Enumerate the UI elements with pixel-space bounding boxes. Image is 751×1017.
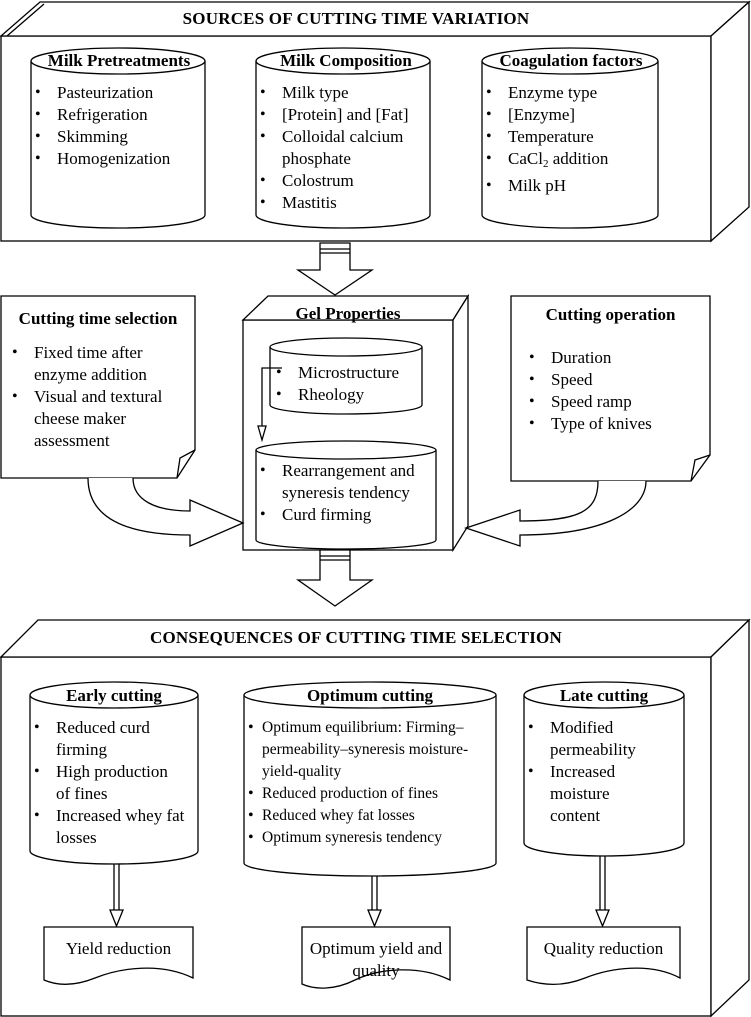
outcome-doc-optimum	[301, 926, 451, 989]
list-item: Skimming	[31, 126, 207, 148]
outcome-early: Yield reduction	[65, 939, 172, 958]
group-title: Milk Composition	[280, 51, 412, 70]
cutting-operation-title: Cutting operation	[545, 305, 676, 324]
group-milk-composition: Milk Composition Milk type [Protein] and…	[256, 50, 436, 214]
cylinder-milk-composition	[255, 47, 431, 229]
group-milk-pretreatments: Milk Pretreatments Pasteurization Refrig…	[31, 50, 207, 170]
cylinder-early-cutting	[29, 681, 199, 865]
list-item: Temperature	[482, 126, 660, 148]
outcome-late: Quality reduction	[543, 939, 664, 958]
list-item: Speed	[525, 369, 710, 391]
arrow-sources-to-gel	[295, 242, 375, 296]
sources-title: SOURCES OF CUTTING TIME VARIATION	[182, 9, 530, 28]
gel-properties-text: Gel Properties	[243, 303, 453, 325]
list-item: Curd firming	[256, 504, 436, 526]
group-title: Milk Pretreatments	[47, 51, 191, 70]
cutting-time-selection-text: Cutting time selection Fixed time after …	[8, 308, 188, 452]
consequences-title: CONSEQUENCES OF CUTTING TIME SELECTION	[150, 628, 562, 647]
cylinder-optimum-cutting	[243, 681, 497, 877]
list-item: Refrigeration	[31, 104, 207, 126]
list-item: Microstructure	[272, 362, 422, 384]
list-item: Optimum syneresis tendency	[244, 827, 496, 849]
list-item: Milk pH	[482, 175, 660, 197]
list-item: Type of knives	[525, 413, 710, 435]
list-item: Rheology	[272, 384, 422, 406]
cylinder-late-cutting	[523, 681, 685, 857]
group-title: Late cutting	[559, 686, 649, 705]
list-item: Homogenization	[31, 148, 207, 170]
list-item: Duration	[525, 347, 710, 369]
list-item: Increased moisture content	[524, 761, 660, 827]
cylinder-milk-pretreatments	[30, 47, 206, 229]
list-item: Speed ramp	[525, 391, 710, 413]
list-item: Modified permeability	[524, 717, 670, 761]
list-item: Reduced curd firming	[30, 717, 174, 761]
list-item: Increased whey fat losses	[30, 805, 196, 849]
list-item: Enzyme type	[482, 82, 660, 104]
cacl-addition-text: addition	[552, 149, 609, 168]
list-item: CaCl2 addition	[482, 148, 660, 175]
group-coagulation-factors: Coagulation factors Enzyme type [Enzyme]…	[482, 50, 660, 197]
outcome-doc-early	[43, 926, 194, 985]
cylinder-gel-lower	[255, 440, 437, 550]
group-optimum-cutting: Optimum cutting Optimum equilibrium: Fir…	[244, 685, 496, 849]
cutting-operation-text: Cutting operation Duration Speed Speed r…	[511, 304, 710, 435]
cylinder-coagulation-factors	[481, 47, 659, 229]
list-item: Visual and textural cheese maker assessm…	[8, 386, 174, 452]
group-title: Optimum cutting	[306, 686, 434, 705]
list-item: Colloidal calcium phosphate	[256, 126, 422, 170]
group-title: Coagulation factors	[499, 51, 643, 70]
outcome-doc-late	[526, 926, 681, 985]
arrow-gel-to-consequences	[295, 549, 375, 607]
arrow-optimum-to-outcome	[367, 876, 382, 928]
list-item: High production of fines	[30, 761, 186, 805]
list-item: Reduced whey fat losses	[244, 805, 496, 827]
list-item: Rearrangement and syneresis tendency	[256, 460, 422, 504]
outcome-optimum: Optimum yield and quality	[309, 939, 443, 980]
list-item: [Protein] and [Fat]	[256, 104, 436, 126]
cacl-subscript: 2	[542, 158, 549, 170]
cutting-time-selection-title: Cutting time selection	[18, 309, 178, 328]
list-item: Mastitis	[256, 192, 436, 214]
list-item: Reduced production of fines	[244, 783, 496, 805]
cylinder-gel-upper	[269, 337, 423, 415]
list-item: Milk type	[256, 82, 436, 104]
list-item: Fixed time after enzyme addition	[8, 342, 179, 386]
arrow-early-to-outcome	[109, 864, 124, 928]
group-late-cutting: Late cutting Modified permeability Incre…	[524, 685, 684, 827]
gel-lower-list: Rearrangement and syneresis tendency Cur…	[256, 460, 436, 526]
list-item: [Enzyme]	[482, 104, 660, 126]
group-early-cutting: Early cutting Reduced curd firming High …	[30, 685, 198, 849]
list-item: Optimum equilibrium: Firming–permeabilit…	[244, 717, 490, 783]
gel-properties-title: Gel Properties	[295, 304, 401, 323]
cacl-text: CaCl	[508, 149, 543, 168]
gel-upper-list: Microstructure Rheology	[272, 362, 422, 406]
arrow-operation-to-gel	[463, 480, 647, 547]
list-item: Pasteurization	[31, 82, 207, 104]
arrow-selection-to-gel	[87, 477, 245, 547]
arrow-late-to-outcome	[595, 856, 610, 928]
group-title: Early cutting	[66, 686, 162, 705]
list-item: Colostrum	[256, 170, 436, 192]
